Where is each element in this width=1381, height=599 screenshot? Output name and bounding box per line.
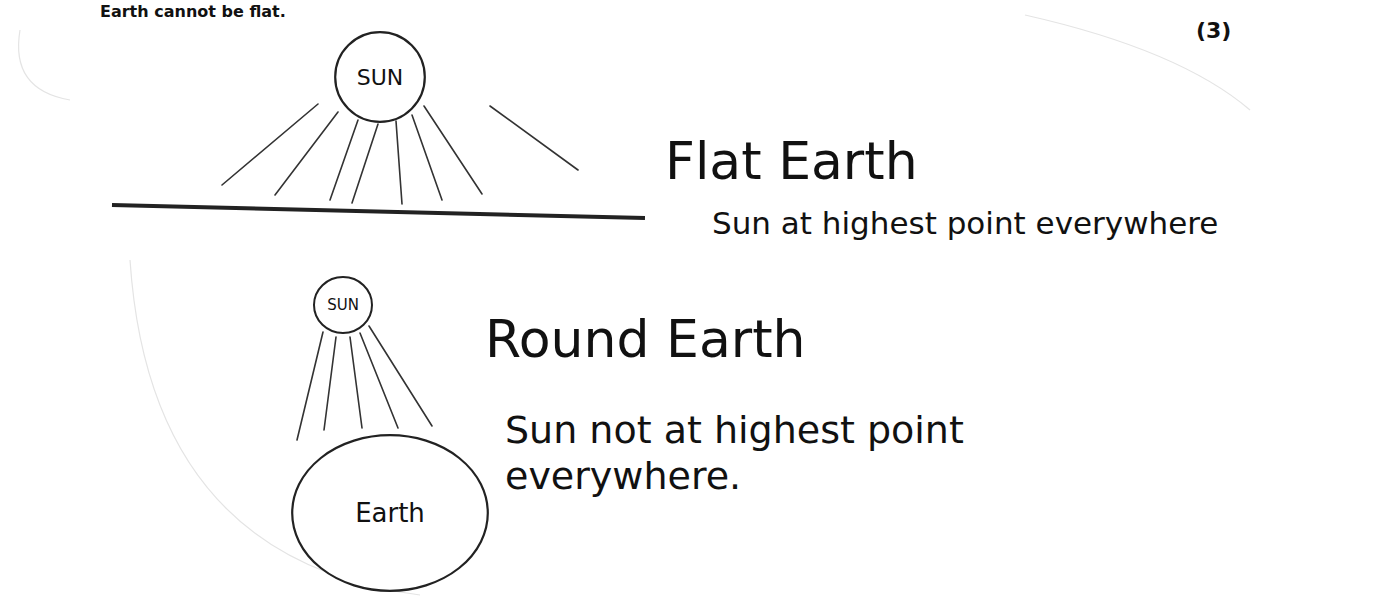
sun-circle: SUN xyxy=(312,275,374,335)
handwritten-note: Round Earth xyxy=(485,308,806,370)
sun-rays-round xyxy=(297,326,432,440)
shape-label: SUN xyxy=(357,65,404,90)
sun-rays-flat xyxy=(222,104,578,204)
flat-earth-line xyxy=(112,205,645,218)
mark-number: (3) xyxy=(1196,18,1231,44)
handwritten-note: Earth cannot be flat. xyxy=(100,2,286,21)
handwritten-note: Sun at highest point everywhere xyxy=(712,205,1218,242)
faint-sketch xyxy=(19,15,1250,595)
handwritten-note: Sun not at highest point everywhere. xyxy=(505,408,985,499)
earth-circle: Earth xyxy=(290,433,490,593)
circle-outline xyxy=(292,435,488,591)
sun-circle: SUN xyxy=(333,30,427,124)
circle-outline xyxy=(314,277,372,333)
shape-label: SUN xyxy=(327,296,359,314)
circle-outline xyxy=(335,32,425,122)
shape-label: Earth xyxy=(355,498,425,528)
handwritten-note: Flat Earth xyxy=(665,130,918,192)
